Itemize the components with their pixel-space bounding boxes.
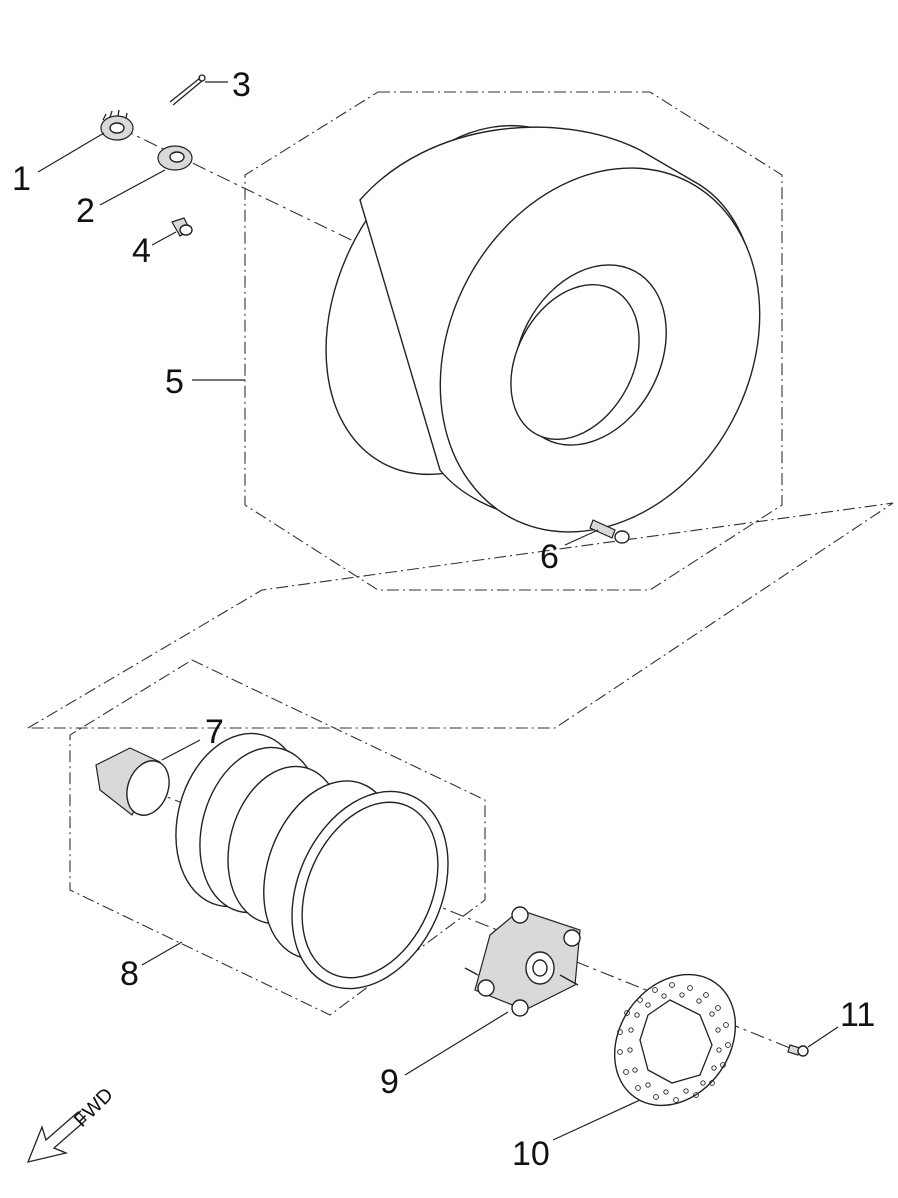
cotter-pin xyxy=(169,74,206,106)
leader-9 xyxy=(404,1011,509,1076)
leader-2 xyxy=(99,169,166,206)
forward-arrow-icon xyxy=(26,1111,87,1163)
callout-4: 4 xyxy=(132,232,151,270)
rim-group-boundary xyxy=(69,659,486,1016)
tire xyxy=(325,124,761,533)
rim xyxy=(175,732,449,990)
forward-label: FWD xyxy=(70,1084,118,1132)
callout-2: 2 xyxy=(76,192,95,230)
assembly-envelope-line xyxy=(27,502,894,729)
leader-7 xyxy=(161,739,201,761)
valve-stem xyxy=(589,519,630,544)
disc-bolt xyxy=(787,1044,809,1057)
leader-8 xyxy=(141,941,183,966)
callout-8: 8 xyxy=(120,955,139,993)
washer xyxy=(157,145,193,171)
leader-6 xyxy=(564,529,599,546)
castle-nut xyxy=(100,109,134,141)
callout-10: 10 xyxy=(512,1135,550,1173)
callout-1: 1 xyxy=(12,160,31,198)
spacer-collar xyxy=(95,747,170,816)
callout-3: 3 xyxy=(232,66,251,104)
tire-group-boundary xyxy=(244,91,783,591)
leader-10 xyxy=(552,1099,641,1141)
callout-6: 6 xyxy=(540,538,559,576)
leader-1 xyxy=(37,132,105,173)
valve-cap xyxy=(171,217,193,237)
callout-9: 9 xyxy=(380,1063,399,1101)
callout-11: 11 xyxy=(840,996,875,1034)
callout-5: 5 xyxy=(165,363,184,401)
brake-disc xyxy=(613,973,737,1107)
wheel-hub xyxy=(464,906,581,1017)
forward-direction-indicator: FWD xyxy=(26,1084,118,1163)
upper-axis-line xyxy=(119,127,373,251)
leader-11 xyxy=(807,1026,839,1048)
leader-4 xyxy=(151,231,177,246)
callout-7: 7 xyxy=(205,713,224,751)
